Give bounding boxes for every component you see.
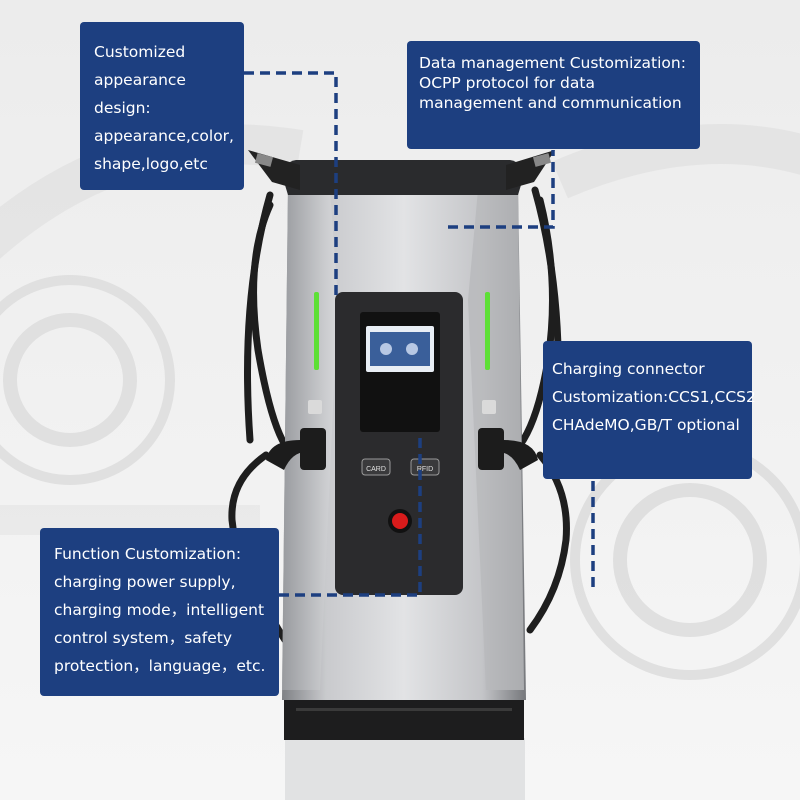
callout-line: protection，language，etc. <box>54 657 266 675</box>
leader-lines <box>244 71 595 597</box>
callout-line: Charging connector <box>552 360 705 378</box>
led-strip-right <box>485 292 490 370</box>
led-strip-left <box>314 292 319 370</box>
top-cap <box>282 160 524 195</box>
callout-line: shape,logo,etc <box>94 155 208 173</box>
callout-line: appearance,color, <box>94 127 234 145</box>
callout-appearance: Customized appearance design: appearance… <box>80 22 244 190</box>
emergency-stop-button <box>392 513 408 529</box>
callout-line: management and communication <box>419 94 682 112</box>
charger-base <box>284 700 524 740</box>
leader-data <box>448 150 555 229</box>
floor-reflection <box>285 738 525 800</box>
callout-line: Customization:CCS1,CCS2 <box>552 388 756 406</box>
wing-light-left <box>254 153 274 167</box>
callout-line: appearance <box>94 71 186 89</box>
card-button <box>361 458 391 476</box>
rfid-button-label: RFID <box>417 466 433 473</box>
rfid-button <box>410 458 440 476</box>
plug-right <box>478 400 538 470</box>
leader-function <box>279 434 422 597</box>
callout-charging-connector: Charging connector Customization:CCS1,CC… <box>543 341 756 479</box>
callout-line: charging power supply, <box>54 573 236 591</box>
screen-car-icon <box>380 343 392 355</box>
callout-line: Function Customization: <box>54 545 242 563</box>
callout-line: OCPP protocol for data <box>419 74 595 92</box>
callout-line: design: <box>94 99 151 117</box>
wing-light-right <box>532 153 552 167</box>
plug-left <box>266 400 326 470</box>
card-button-label: CARD <box>366 466 386 473</box>
screen-content <box>370 332 430 366</box>
callout-line: Data management Customization: <box>419 54 686 72</box>
screen-car-icon <box>406 343 418 355</box>
callout-line: control system，safety <box>54 629 233 647</box>
callout-line: charging mode，intelligent <box>54 601 265 619</box>
base-trim <box>296 708 512 711</box>
callout-function: Function Customization: charging power s… <box>40 528 279 696</box>
callout-data-management: Data management Customization: OCPP prot… <box>407 41 700 149</box>
callout-line: CHAdeMO,GB/T optional <box>552 416 740 434</box>
leader-appearance <box>244 71 338 300</box>
callout-line: Customized <box>94 43 186 61</box>
